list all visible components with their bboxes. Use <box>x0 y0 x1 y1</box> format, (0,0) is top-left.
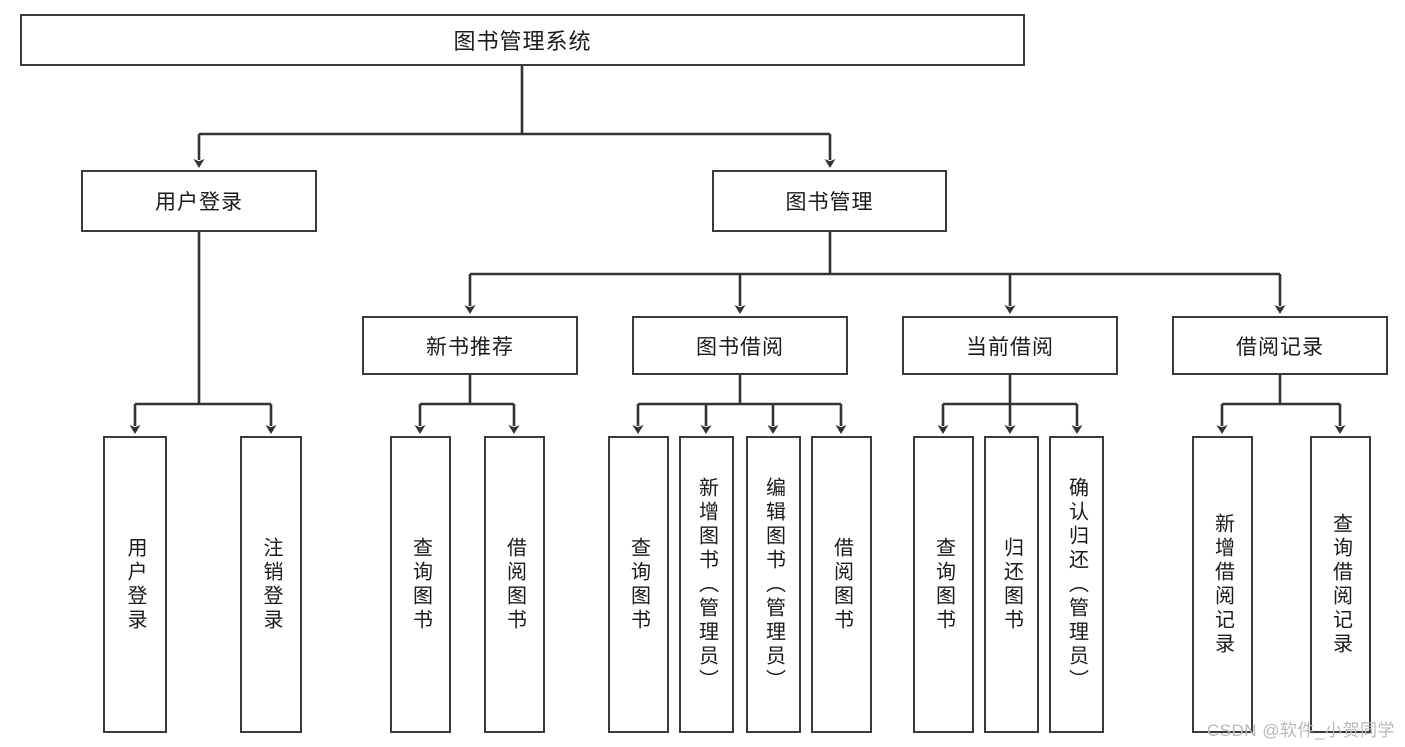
leaf-borrow-book-recommend-label: 借阅图书 <box>503 536 526 633</box>
leaf-borrow-book[interactable]: 借阅图书 <box>811 436 872 733</box>
leaf-edit-book-admin[interactable]: 编辑图书（管理员） <box>746 436 801 733</box>
leaf-query-book-recommend[interactable]: 查询图书 <box>390 436 451 733</box>
leaf-return-book-label: 归还图书 <box>1000 536 1023 633</box>
node-new-book-recommend-label: 新书推荐 <box>426 335 514 359</box>
node-borrow-record-label: 借阅记录 <box>1236 335 1324 359</box>
leaf-logout[interactable]: 注销登录 <box>240 436 302 733</box>
leaf-query-borrow-record[interactable]: 查询借阅记录 <box>1310 436 1371 733</box>
leaf-query-book-current[interactable]: 查询图书 <box>913 436 974 733</box>
leaf-query-borrow-record-label: 查询借阅记录 <box>1329 512 1352 657</box>
node-book-borrow-label: 图书借阅 <box>696 335 784 359</box>
node-root[interactable]: 图书管理系统 <box>20 14 1025 66</box>
watermark: CSDN @软件_小贺同学 <box>1206 721 1395 740</box>
leaf-borrow-book-recommend[interactable]: 借阅图书 <box>484 436 545 733</box>
node-book-management[interactable]: 图书管理 <box>712 170 947 232</box>
node-user-login[interactable]: 用户登录 <box>81 170 317 232</box>
leaf-add-book-admin[interactable]: 新增图书（管理员） <box>679 436 734 733</box>
leaf-add-borrow-record[interactable]: 新增借阅记录 <box>1192 436 1253 733</box>
node-book-management-label: 图书管理 <box>785 191 874 214</box>
leaf-query-book-current-label: 查询图书 <box>932 536 955 633</box>
leaf-confirm-return-admin[interactable]: 确认归还（管理员） <box>1049 436 1104 733</box>
leaf-user-login[interactable]: 用户登录 <box>103 436 167 733</box>
leaf-edit-book-admin-label: 编辑图书（管理员） <box>762 476 785 693</box>
leaf-borrow-book-label: 借阅图书 <box>830 536 853 633</box>
node-root-label: 图书管理系统 <box>453 29 592 54</box>
leaf-user-login-label: 用户登录 <box>124 536 146 633</box>
leaf-add-borrow-record-label: 新增借阅记录 <box>1211 512 1234 657</box>
leaf-query-book-borrow[interactable]: 查询图书 <box>608 436 669 733</box>
leaf-query-book-borrow-label: 查询图书 <box>627 536 650 633</box>
node-new-book-recommend[interactable]: 新书推荐 <box>362 316 578 375</box>
leaf-confirm-return-admin-label: 确认归还（管理员） <box>1065 476 1088 693</box>
leaf-add-book-admin-label: 新增图书（管理员） <box>695 476 718 693</box>
leaf-logout-label: 注销登录 <box>260 536 282 633</box>
node-book-borrow[interactable]: 图书借阅 <box>632 316 848 375</box>
leaf-query-book-recommend-label: 查询图书 <box>409 536 432 633</box>
leaf-return-book[interactable]: 归还图书 <box>984 436 1039 733</box>
node-current-borrow-label: 当前借阅 <box>966 335 1054 359</box>
node-user-login-label: 用户登录 <box>155 191 243 214</box>
node-borrow-record[interactable]: 借阅记录 <box>1172 316 1388 375</box>
node-current-borrow[interactable]: 当前借阅 <box>902 316 1118 375</box>
